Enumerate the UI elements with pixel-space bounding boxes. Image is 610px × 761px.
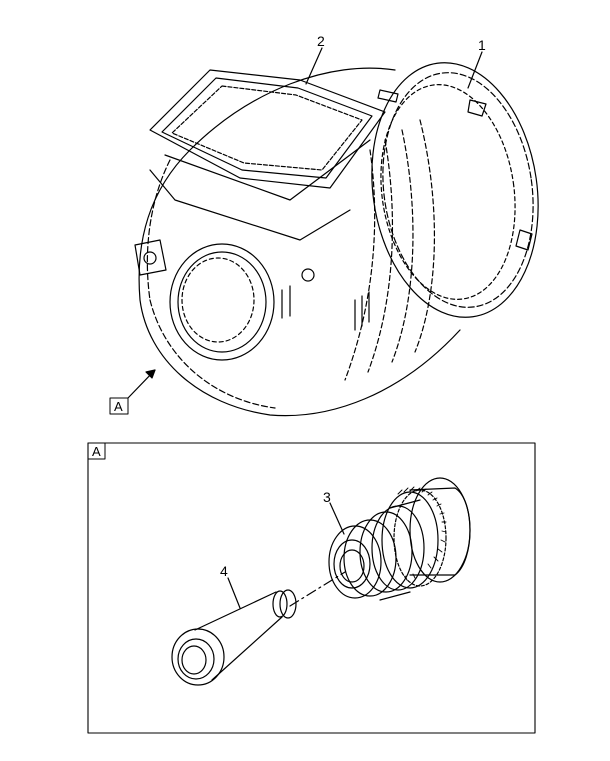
detail-label-box xyxy=(87,442,106,460)
callout-2: 2 xyxy=(317,33,325,49)
view-arrow xyxy=(127,369,156,399)
outlet-port xyxy=(169,243,275,361)
view-marker-box xyxy=(109,397,129,415)
callout-4: 4 xyxy=(220,563,228,579)
leader-2 xyxy=(305,47,323,85)
assembly-centerline xyxy=(289,571,346,607)
mounting-tab-left xyxy=(134,239,167,276)
nozzle-part-4 xyxy=(171,589,297,686)
leader-4 xyxy=(227,577,241,609)
callout-1: 1 xyxy=(478,37,486,53)
view-marker-text: A xyxy=(114,399,123,414)
knurled-ring xyxy=(397,486,447,581)
air-cleaner-housing xyxy=(134,62,539,417)
inlet-gasket xyxy=(149,69,386,189)
leader-1 xyxy=(467,51,483,89)
callout-3: 3 xyxy=(323,489,331,505)
leader-3 xyxy=(329,502,345,535)
fitting-part-3 xyxy=(328,477,471,601)
mounting-bolt xyxy=(281,268,315,319)
detail-label-text: A xyxy=(92,444,101,459)
detail-frame xyxy=(87,442,536,734)
